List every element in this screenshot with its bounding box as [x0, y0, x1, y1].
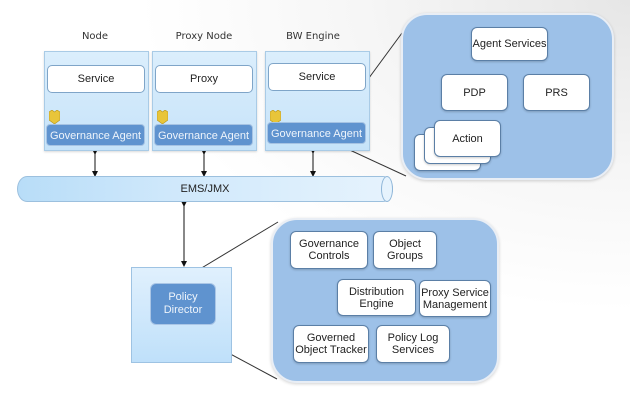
agent-detail-panel: Agent Services PDP PRS Action — [401, 13, 614, 180]
policy-director-line2: Director — [163, 304, 203, 316]
governance-agent: Governance Agent — [267, 122, 366, 144]
policy-log-services-line1: Policy Log — [387, 332, 439, 344]
proxy-service-management-line2: Management — [422, 298, 488, 311]
service-box: Service — [47, 65, 145, 93]
node-title-bw-engine: BW Engine — [286, 31, 340, 42]
governed-object-tracker-line2: Object Tracker — [295, 344, 367, 356]
policy-director-line1: Policy — [168, 291, 198, 303]
ems-jmx-bus: EMS/JMX — [17, 176, 393, 202]
governed-object-tracker-line1: Governed — [306, 332, 356, 344]
action-box: Action — [434, 120, 501, 157]
governance-agent: Governance Agent — [154, 124, 253, 146]
proxy-box: Proxy — [155, 65, 253, 93]
distribution-engine-line2: Engine — [359, 297, 394, 310]
service-box: Service — [268, 63, 366, 91]
shield-icon — [49, 110, 60, 124]
node-title-proxy-node: Proxy Node — [175, 31, 233, 42]
node-title-node: Node — [81, 31, 109, 42]
shield-icon — [157, 110, 168, 124]
proxy-service-management-line1: Proxy Service — [421, 286, 489, 299]
object-groups-line2: Groups — [386, 250, 424, 262]
object-groups-line1: Object — [389, 238, 421, 250]
bw-engine-box: Service Governance Agent — [265, 51, 370, 151]
prs-box: PRS — [523, 74, 590, 111]
distribution-engine-line1: Distribution — [348, 285, 405, 298]
governance-controls-line2: Controls — [308, 250, 350, 262]
governance-agent: Governance Agent — [46, 124, 145, 146]
proxy-node-box: Proxy Governance Agent — [152, 51, 257, 151]
bus-label: EMS/JMX — [180, 183, 230, 195]
governance-controls-line1: Governance — [299, 238, 359, 250]
pdp-box: PDP — [441, 74, 508, 111]
agent-services-box: Agent Services — [471, 27, 548, 61]
policy-log-services-line2: Services — [391, 344, 435, 356]
policy-director-container: Policy Director — [131, 267, 232, 363]
node-box: Service Governance Agent — [44, 51, 149, 151]
bus-end-cap — [381, 176, 393, 202]
policy-director: Policy Director — [150, 283, 216, 325]
shield-icon — [270, 110, 281, 124]
